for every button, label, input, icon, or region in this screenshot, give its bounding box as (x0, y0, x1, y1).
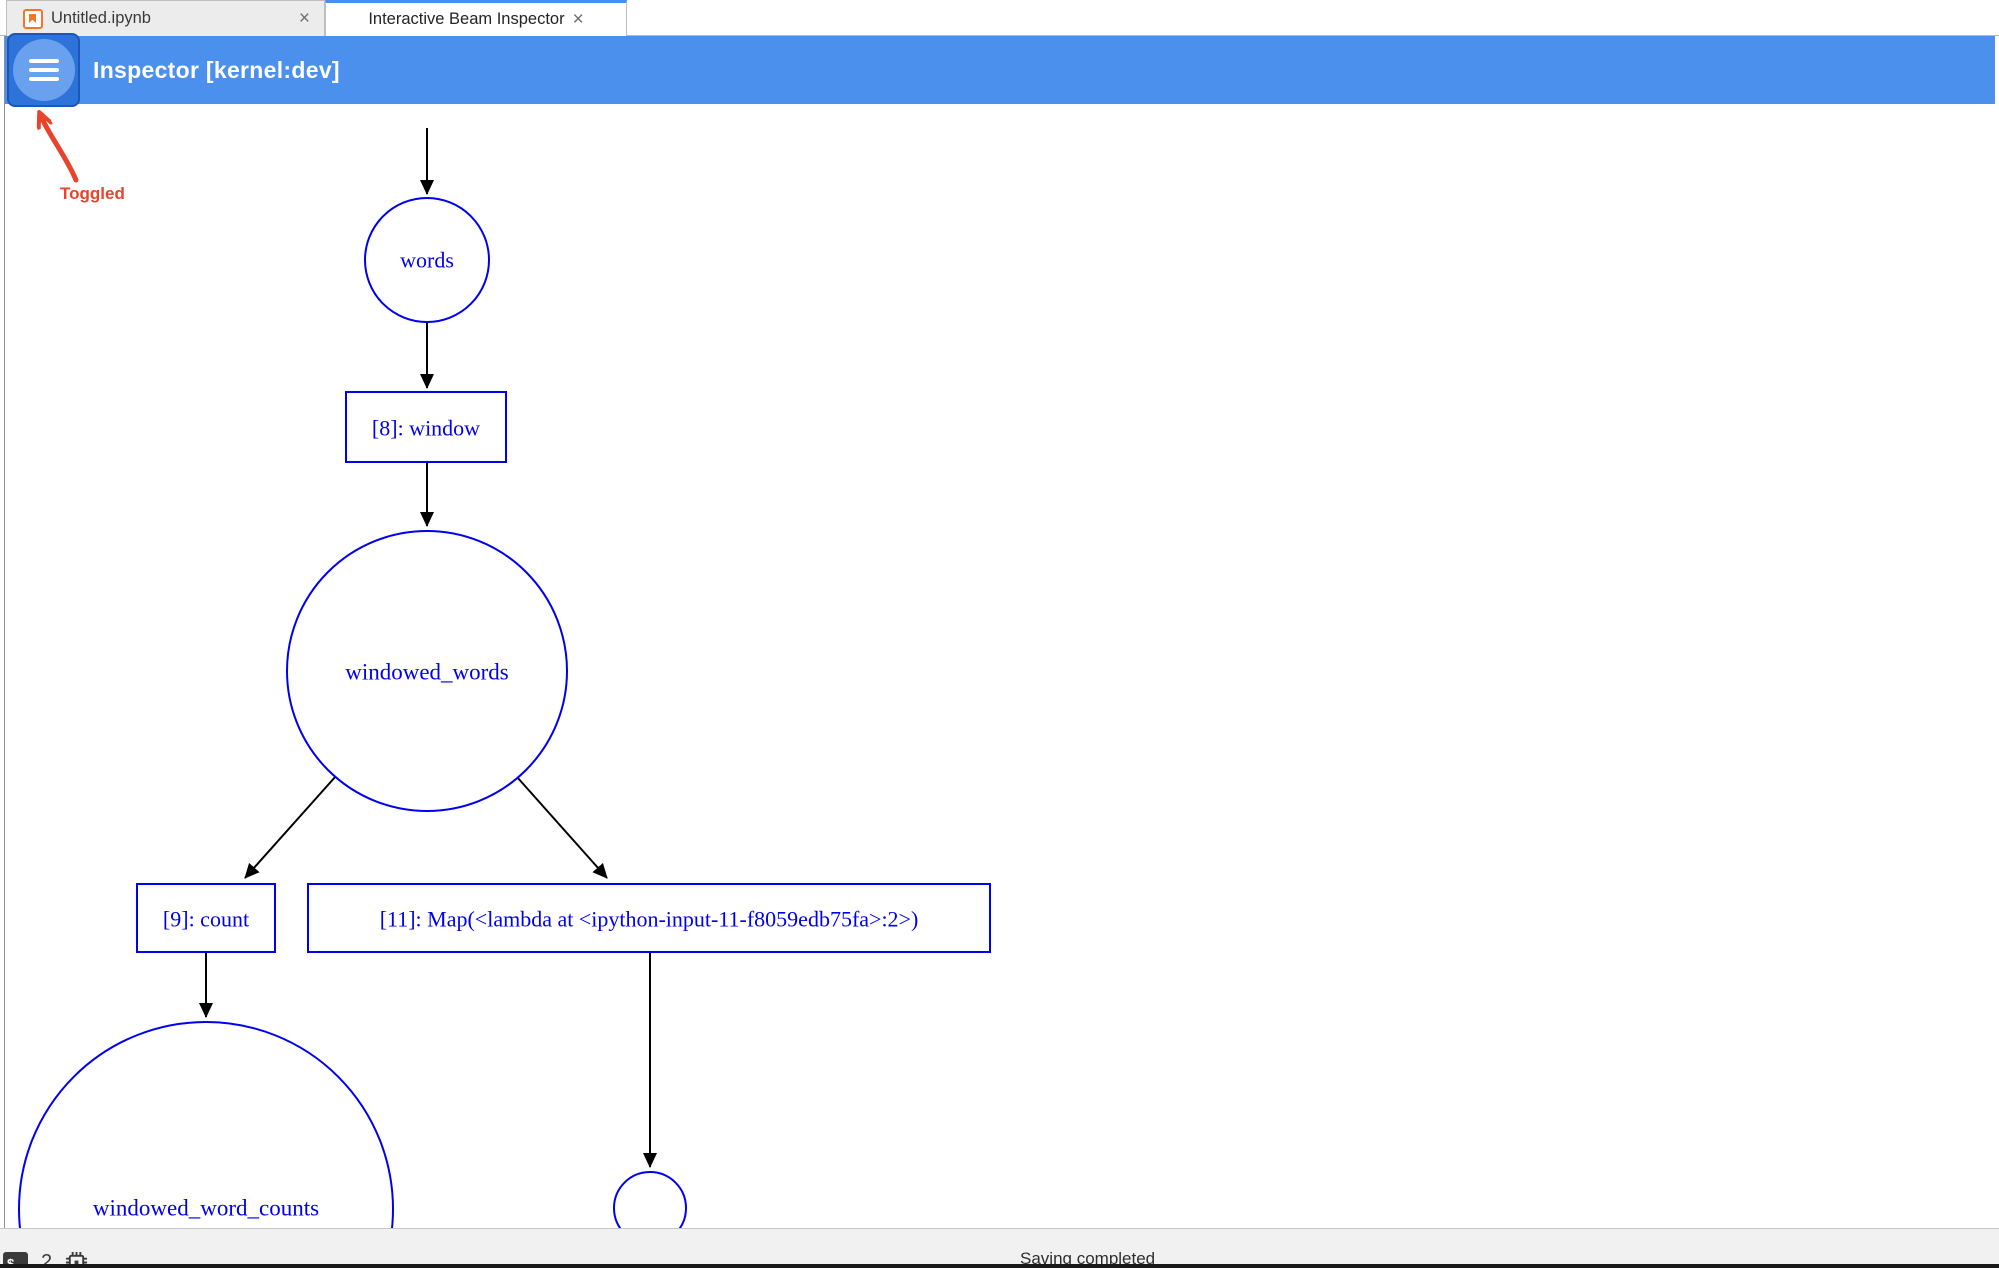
menu-toggle-button[interactable] (7, 33, 80, 107)
kernel-session-count[interactable]: 2 (41, 1251, 53, 1268)
node-windowed-word-counts[interactable] (18, 1021, 394, 1268)
menu-button-highlight (12, 39, 75, 101)
label-words: words (400, 248, 454, 273)
label-window-transform: [8]: window (372, 416, 480, 441)
node-count-transform[interactable] (136, 883, 276, 953)
hamburger-menu-icon (28, 68, 59, 72)
hamburger-menu-icon (28, 77, 59, 81)
edge-windowedwords-count (244, 775, 337, 879)
panel-left-border (4, 36, 5, 1228)
jupyter-notebook-icon (23, 8, 43, 29)
window-bottom-edge (0, 1264, 1999, 1268)
annotation-toggled-label: Toggled (60, 184, 125, 203)
tab-interactive-beam-inspector[interactable]: Interactive Beam Inspector × (325, 0, 627, 36)
graph-node-labels: words [8]: window windowed_words [9]: co… (93, 248, 918, 1221)
inspector-app-bar: Inspector [kernel:dev] (5, 33, 1995, 107)
graph-nodes (18, 197, 991, 1268)
hamburger-menu-icon (28, 59, 59, 63)
status-bar: $ 2 Saving completed (0, 1228, 1999, 1268)
terminal-glyph: $ (7, 1256, 15, 1268)
label-windowed-words: windowed_words (345, 660, 509, 685)
tab-label: Untitled.ipynb (51, 9, 151, 27)
tab-bar: Untitled.ipynb × Interactive Beam Inspec… (0, 0, 1999, 36)
label-windowed-word-counts: windowed_word_counts (93, 1196, 319, 1221)
chip-icon[interactable] (65, 1251, 88, 1268)
inspector-title: Inspector [kernel:dev] (93, 56, 340, 83)
edge-windowedwords-map (516, 776, 608, 879)
label-count-transform: [9]: count (163, 907, 249, 932)
tab-untitled-notebook[interactable]: Untitled.ipynb × (6, 0, 325, 36)
graph-edges (199, 128, 657, 1168)
label-map-transform: [11]: Map(<lambda at <ipython-input-11-f… (380, 907, 919, 932)
close-icon[interactable]: × (572, 9, 584, 30)
tab-label: Interactive Beam Inspector (368, 10, 565, 28)
node-windowed-words[interactable] (286, 530, 568, 812)
status-message: Saving completed (1020, 1249, 1156, 1268)
node-words[interactable] (364, 197, 490, 323)
node-window-transform[interactable] (345, 391, 507, 463)
node-map-transform[interactable] (307, 883, 991, 953)
close-icon[interactable]: × (298, 8, 310, 29)
